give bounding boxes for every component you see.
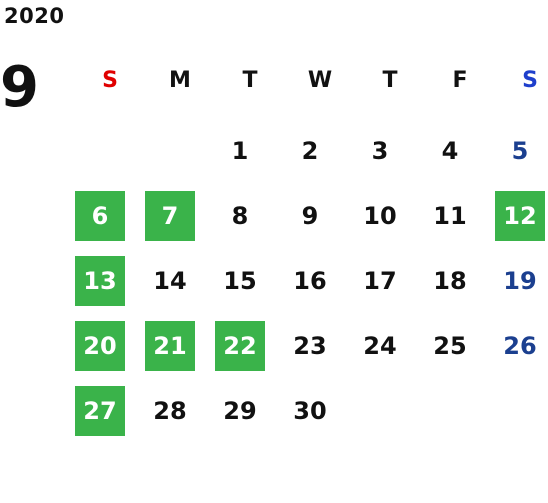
day-cell: 9 [301,202,319,230]
day-cell: 23 [293,332,327,360]
day-cell: 15 [223,267,257,295]
day-cell: 21 [145,321,195,371]
week-row: 1 2 3 4 5 [75,126,548,176]
weekday-saturday: S [522,68,538,93]
day-cell [495,386,545,436]
day-cell [75,126,125,176]
day-cell: 12 [495,191,545,241]
day-cell: 10 [363,202,397,230]
weekday-friday: F [452,68,468,93]
day-cell: 2 [301,137,319,165]
day-cell: 25 [433,332,467,360]
day-cell: 30 [293,397,327,425]
day-cell: 20 [75,321,125,371]
weekday-thursday: T [382,68,398,93]
calendar-month: 9 [0,55,39,120]
day-cell: 17 [363,267,397,295]
day-cell: 11 [433,202,467,230]
weekday-tuesday: T [242,68,258,93]
day-cell [425,386,475,436]
week-row: 6 7 8 9 10 11 12 [75,191,548,241]
day-cell: 6 [75,191,125,241]
weekday-sunday: S [102,68,118,93]
day-cell: 16 [293,267,327,295]
day-cell: 7 [145,191,195,241]
day-cell [355,386,405,436]
day-cell: 5 [511,137,529,165]
weekday-header-row: S M T W T F S [75,64,548,98]
calendar-year: 2020 [4,4,65,28]
day-cell: 29 [223,397,257,425]
week-row: 13 14 15 16 17 18 19 [75,256,548,306]
day-cell: 3 [371,137,389,165]
weekday-wednesday: W [307,68,333,93]
day-cell: 27 [75,386,125,436]
day-cell: 13 [75,256,125,306]
day-cell: 8 [231,202,249,230]
day-cell: 1 [231,137,249,165]
day-cell: 28 [153,397,187,425]
week-row: 27 28 29 30 [75,386,548,436]
day-cell: 18 [433,267,467,295]
day-cell: 24 [363,332,397,360]
day-cell [145,126,195,176]
day-cell: 26 [503,332,537,360]
weekday-monday: M [169,68,191,93]
day-cell: 14 [153,267,187,295]
day-cell: 22 [215,321,265,371]
day-cell: 4 [441,137,459,165]
day-cell: 19 [503,267,537,295]
week-row: 20 21 22 23 24 25 26 [75,321,548,371]
